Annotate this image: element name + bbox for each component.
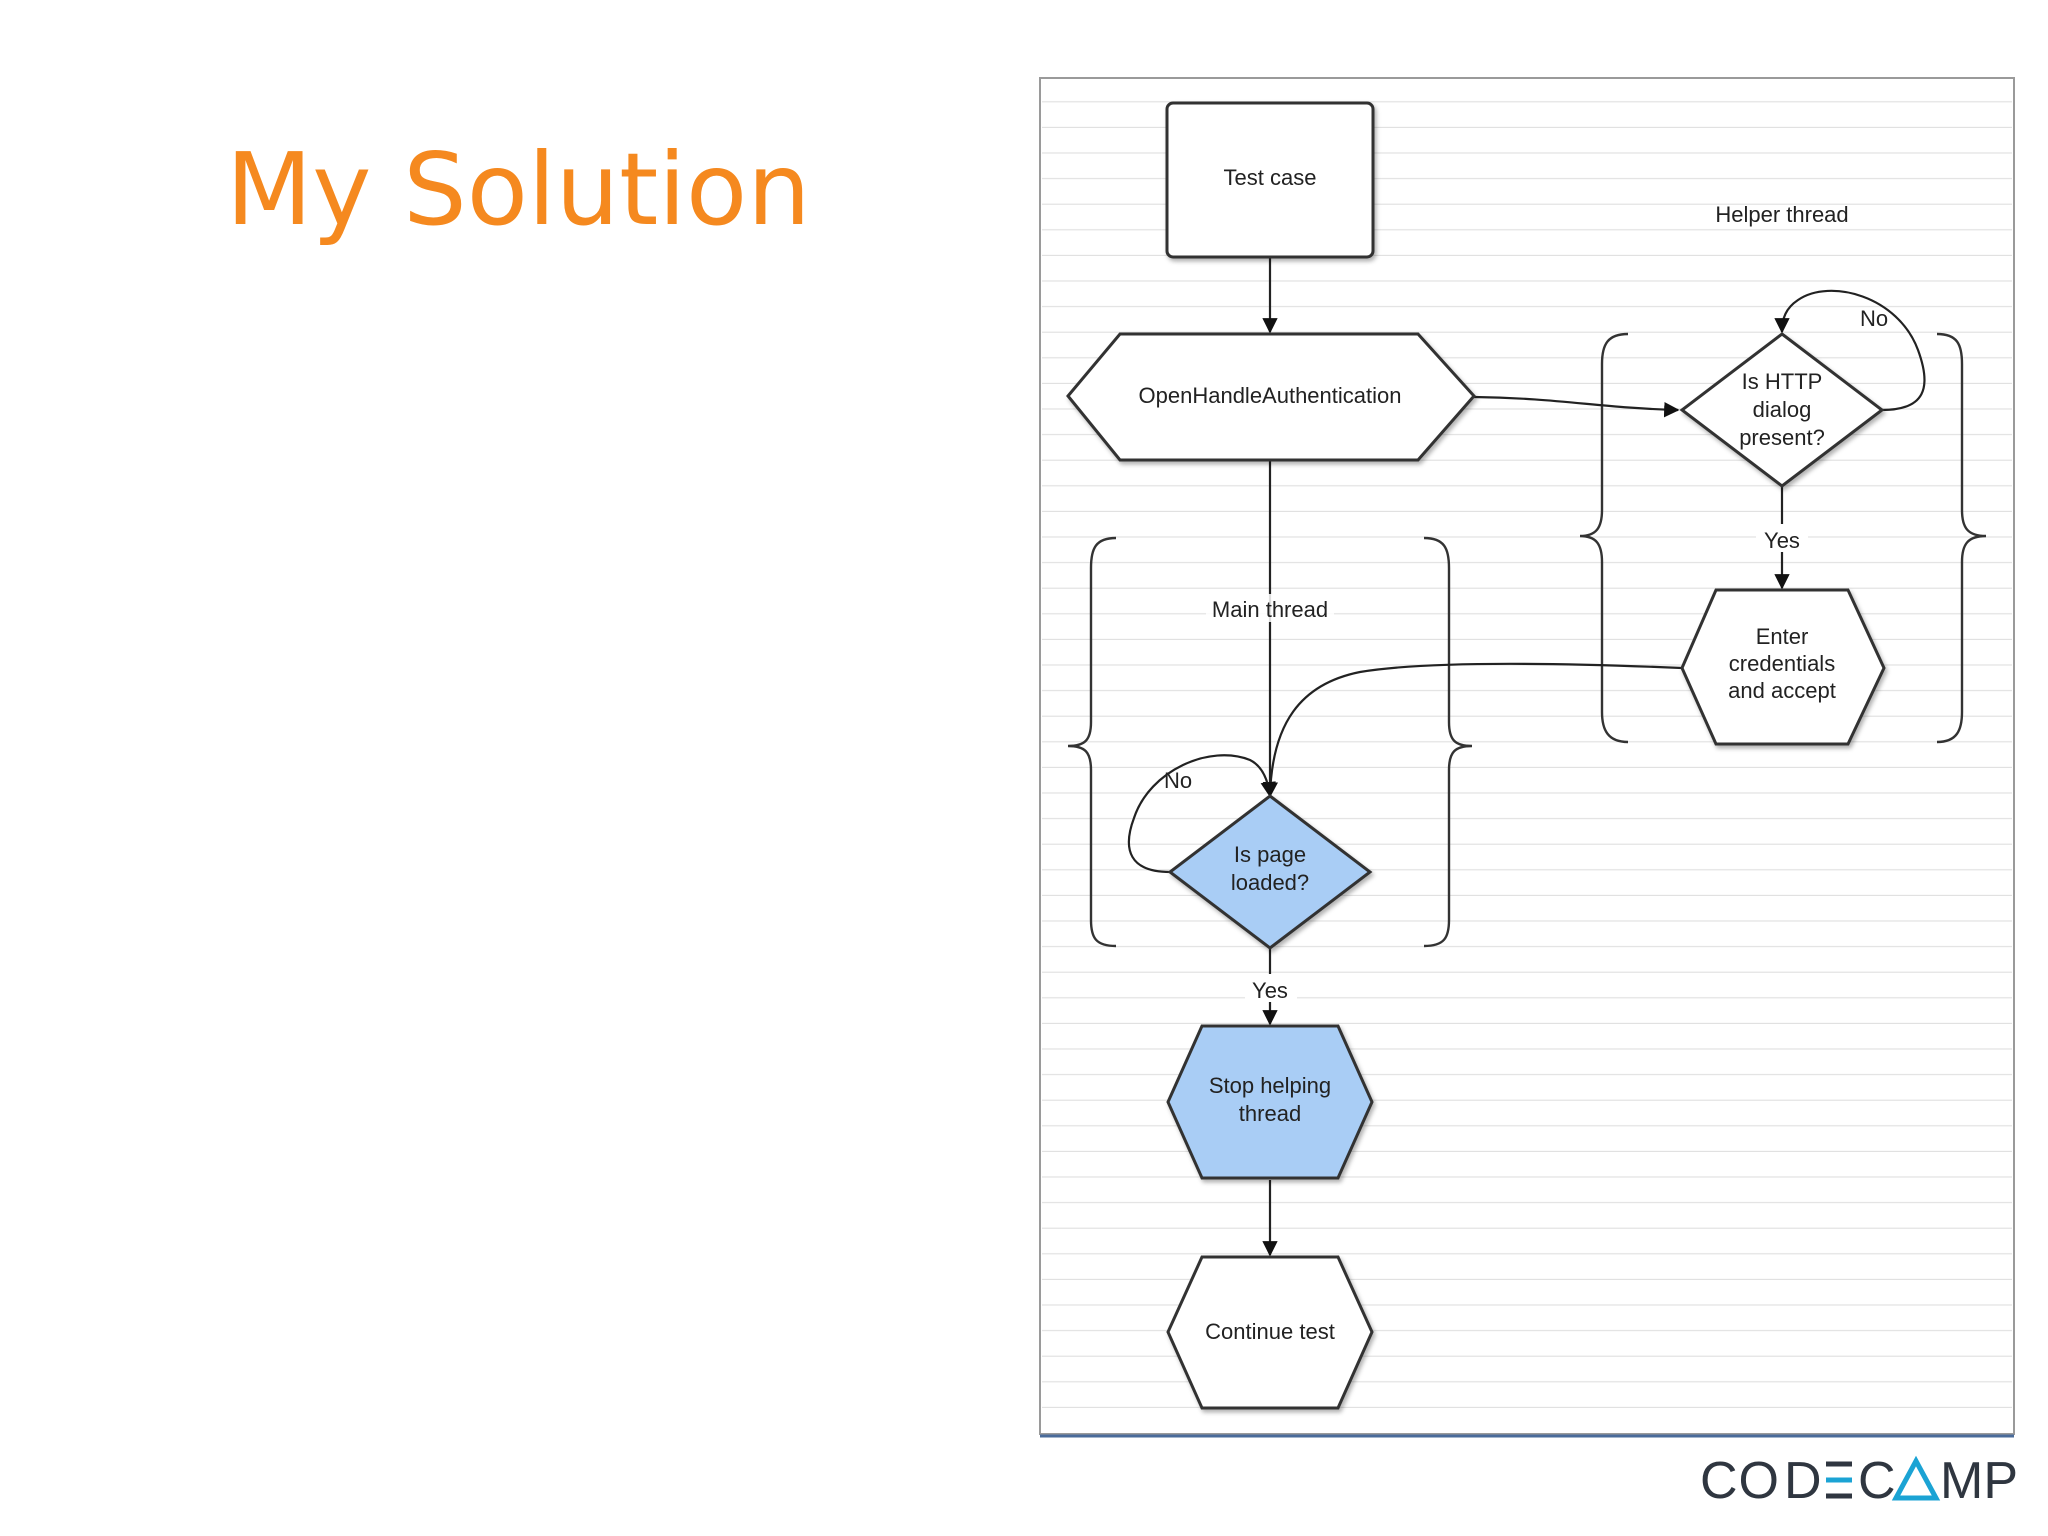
main-thread-brace-left: [1067, 536, 1117, 948]
svg-text:loaded?: loaded?: [1231, 870, 1309, 895]
svg-text:OpenHandleAuthentication: OpenHandleAuthentication: [1139, 383, 1402, 408]
svg-text:credentials: credentials: [1729, 651, 1835, 676]
svg-text:Is HTTP: Is HTTP: [1742, 369, 1823, 394]
node-test-case: Test case: [1165, 101, 1375, 259]
label-yes-main: Yes: [1252, 978, 1288, 1003]
svg-text:Enter: Enter: [1756, 624, 1809, 649]
node-stop-helping-thread: Stop helping thread: [1166, 1024, 1374, 1180]
node-http-dialog-decision: Is HTTP dialog present?: [1679, 332, 1885, 488]
svg-text:and accept: and accept: [1728, 678, 1836, 703]
label-no-main: No: [1164, 768, 1192, 793]
node-enter-credentials: Enter credentials and accept: [1680, 588, 1886, 746]
edge-httpdialog-no-loop: [1774, 289, 1926, 412]
codecamp-logo: CO D C MP: [1700, 1452, 2018, 1510]
svg-text:Is page: Is page: [1234, 842, 1306, 867]
node-continue-test: Continue test: [1166, 1255, 1374, 1410]
helper-thread-label: Helper thread: [1715, 202, 1848, 227]
helper-thread-brace-right: [1936, 332, 1987, 744]
main-thread-label: Main thread: [1212, 597, 1328, 622]
slide-title: My Solution: [226, 131, 811, 248]
svg-text:present?: present?: [1739, 425, 1825, 450]
svg-text:C: C: [1858, 1452, 1896, 1510]
svg-text:dialog: dialog: [1753, 397, 1812, 422]
svg-text:MP: MP: [1940, 1452, 2018, 1510]
label-no-helper: No: [1860, 306, 1888, 331]
diagram-canvas: [1039, 77, 2015, 1438]
svg-text:CO: CO: [1700, 1452, 1780, 1510]
edge-openhandle-to-httpdialog: [1473, 395, 1680, 418]
svg-text:Test case: Test case: [1224, 165, 1317, 190]
label-yes-helper: Yes: [1764, 528, 1800, 553]
node-open-handle-authentication: OpenHandleAuthentication: [1066, 332, 1477, 462]
helper-thread-brace-left: [1579, 332, 1629, 744]
svg-text:D: D: [1784, 1452, 1822, 1510]
svg-text:thread: thread: [1239, 1101, 1301, 1126]
node-page-loaded-decision: Is page loaded?: [1167, 794, 1373, 950]
main-thread-brace-right: [1423, 536, 1473, 948]
edge-credentials-to-pageloaded: [1262, 662, 1683, 798]
edge-pageloaded-no-loop: [1127, 754, 1276, 874]
svg-text:Continue test: Continue test: [1205, 1319, 1335, 1344]
svg-text:Stop helping: Stop helping: [1209, 1073, 1331, 1098]
